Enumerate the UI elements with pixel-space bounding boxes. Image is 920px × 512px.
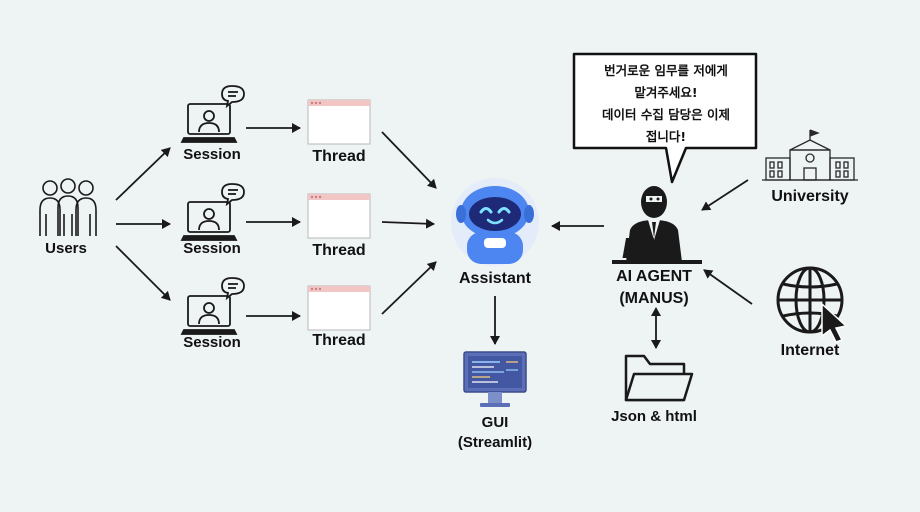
arrow-university-to-agent (701, 179, 749, 211)
globe-cursor-icon (776, 266, 848, 343)
laptop-chat-icon (180, 85, 245, 143)
arrow-thread-3-to-assistant (381, 261, 437, 315)
assistant-label: Assistant (458, 270, 532, 287)
thread-1-label: Thread (312, 148, 366, 165)
arrow-thread-2-to-assistant (381, 218, 435, 229)
ai-agent-laptop-icon (612, 186, 702, 264)
laptop-chat-icon (180, 277, 245, 335)
session-1-label: Session (183, 146, 241, 163)
browser-window-icon (307, 99, 371, 145)
speech-bubble (572, 52, 758, 184)
speech-line-3: 데이터 수집 담당은 이제 (601, 107, 731, 122)
arrow-thread-1-to-assistant (381, 131, 437, 189)
robot-icon (451, 178, 539, 266)
speech-line-2: 맡겨주세요! (634, 85, 698, 100)
json-html-label: Json & html (611, 408, 697, 425)
browser-window-icon (307, 193, 371, 239)
speech-bubble-text: 번거로운 임무를 저에게 맡겨주세요! 데이터 수집 담당은 이제 접니다! (578, 60, 754, 148)
session-2-label: Session (183, 240, 241, 257)
university-building-icon (762, 129, 858, 181)
speech-line-4: 접니다! (645, 129, 687, 144)
university-label: University (771, 188, 849, 205)
browser-window-icon (307, 285, 371, 331)
gui-label: GUI (481, 414, 509, 431)
session-3-label: Session (183, 334, 241, 351)
users-label: Users (45, 240, 87, 257)
laptop-chat-icon (180, 183, 245, 241)
agent-label: AI AGENT (616, 268, 692, 285)
arrow-users-to-session-1 (115, 147, 171, 201)
connector-arrows (115, 123, 753, 349)
agent-sub-label: (MANUS) (619, 290, 689, 307)
monitor-code-icon (463, 351, 527, 407)
folder-icon (624, 354, 694, 402)
users-icon (39, 178, 97, 236)
arrow-users-to-session-3 (115, 245, 171, 301)
thread-2-label: Thread (312, 242, 366, 259)
speech-line-1: 번거로운 임무를 저에게 (604, 63, 728, 78)
arrow-internet-to-agent (703, 269, 753, 305)
gui-sub-label: (Streamlit) (457, 434, 533, 451)
internet-label: Internet (780, 342, 840, 359)
thread-3-label: Thread (312, 332, 366, 349)
